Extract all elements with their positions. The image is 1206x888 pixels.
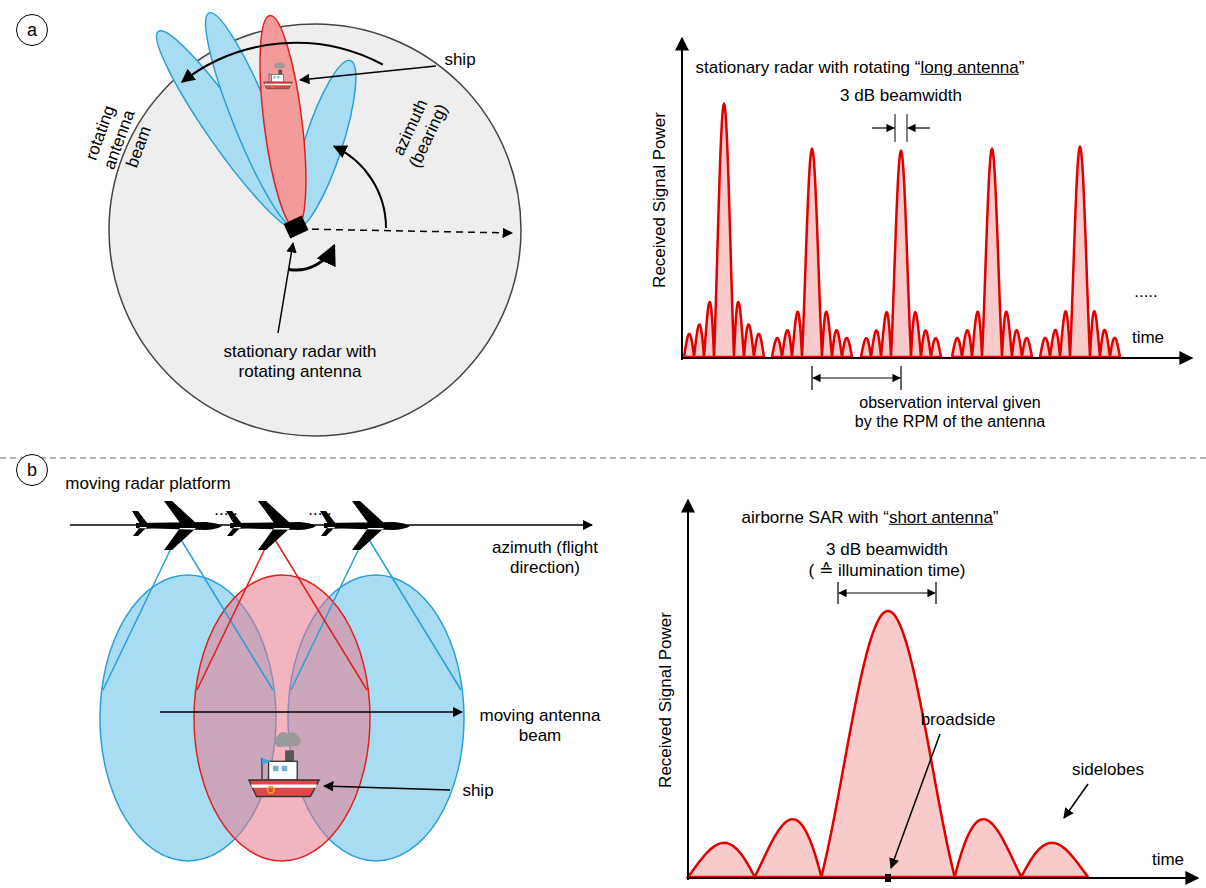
target-label: ship <box>444 50 475 70</box>
panel-letter: b <box>27 461 37 479</box>
panel-marker: a <box>16 14 48 46</box>
axis-label: time <box>1152 850 1184 870</box>
beamwidth-label: 3 dB beamwidth <box>826 540 948 560</box>
antenna-pattern <box>952 149 1032 357</box>
axis-label: time <box>1132 328 1164 348</box>
antenna-pattern <box>1040 147 1120 357</box>
antenna-pattern <box>684 104 764 357</box>
antenna-pattern <box>861 151 941 357</box>
beamwidth-label: 3 dB beamwidth <box>840 86 962 106</box>
target-label: ship <box>462 781 493 801</box>
panel-letter: a <box>27 21 37 39</box>
axis-label: Received Signal Power <box>650 112 670 288</box>
radar-label: stationary radar with rotating antenna <box>208 342 393 383</box>
interval-label: observation interval given by the RPM of… <box>853 393 1048 431</box>
callout-label: sidelobes <box>1072 760 1144 780</box>
chart-title: stationary radar with rotating “long ant… <box>696 58 1025 78</box>
ellipsis: ..... <box>308 500 332 520</box>
callout-label: broadside <box>921 710 996 730</box>
beam-label: moving antenna beam <box>473 706 608 747</box>
ellipsis: ..... <box>1134 282 1158 302</box>
chart-title: airborne SAR with “short antenna” <box>741 508 998 528</box>
axis-label: Received Signal Power <box>656 612 676 788</box>
direction-label: azimuth (flight direction) <box>478 538 613 579</box>
platform-label: moving radar platform <box>65 474 230 494</box>
antenna-pattern <box>772 149 852 357</box>
antenna-pattern <box>688 611 1088 877</box>
beamwidth-label: ( ≙ illumination time) <box>809 561 966 581</box>
ellipsis: ..... <box>214 500 238 520</box>
panel-marker: b <box>16 454 48 486</box>
